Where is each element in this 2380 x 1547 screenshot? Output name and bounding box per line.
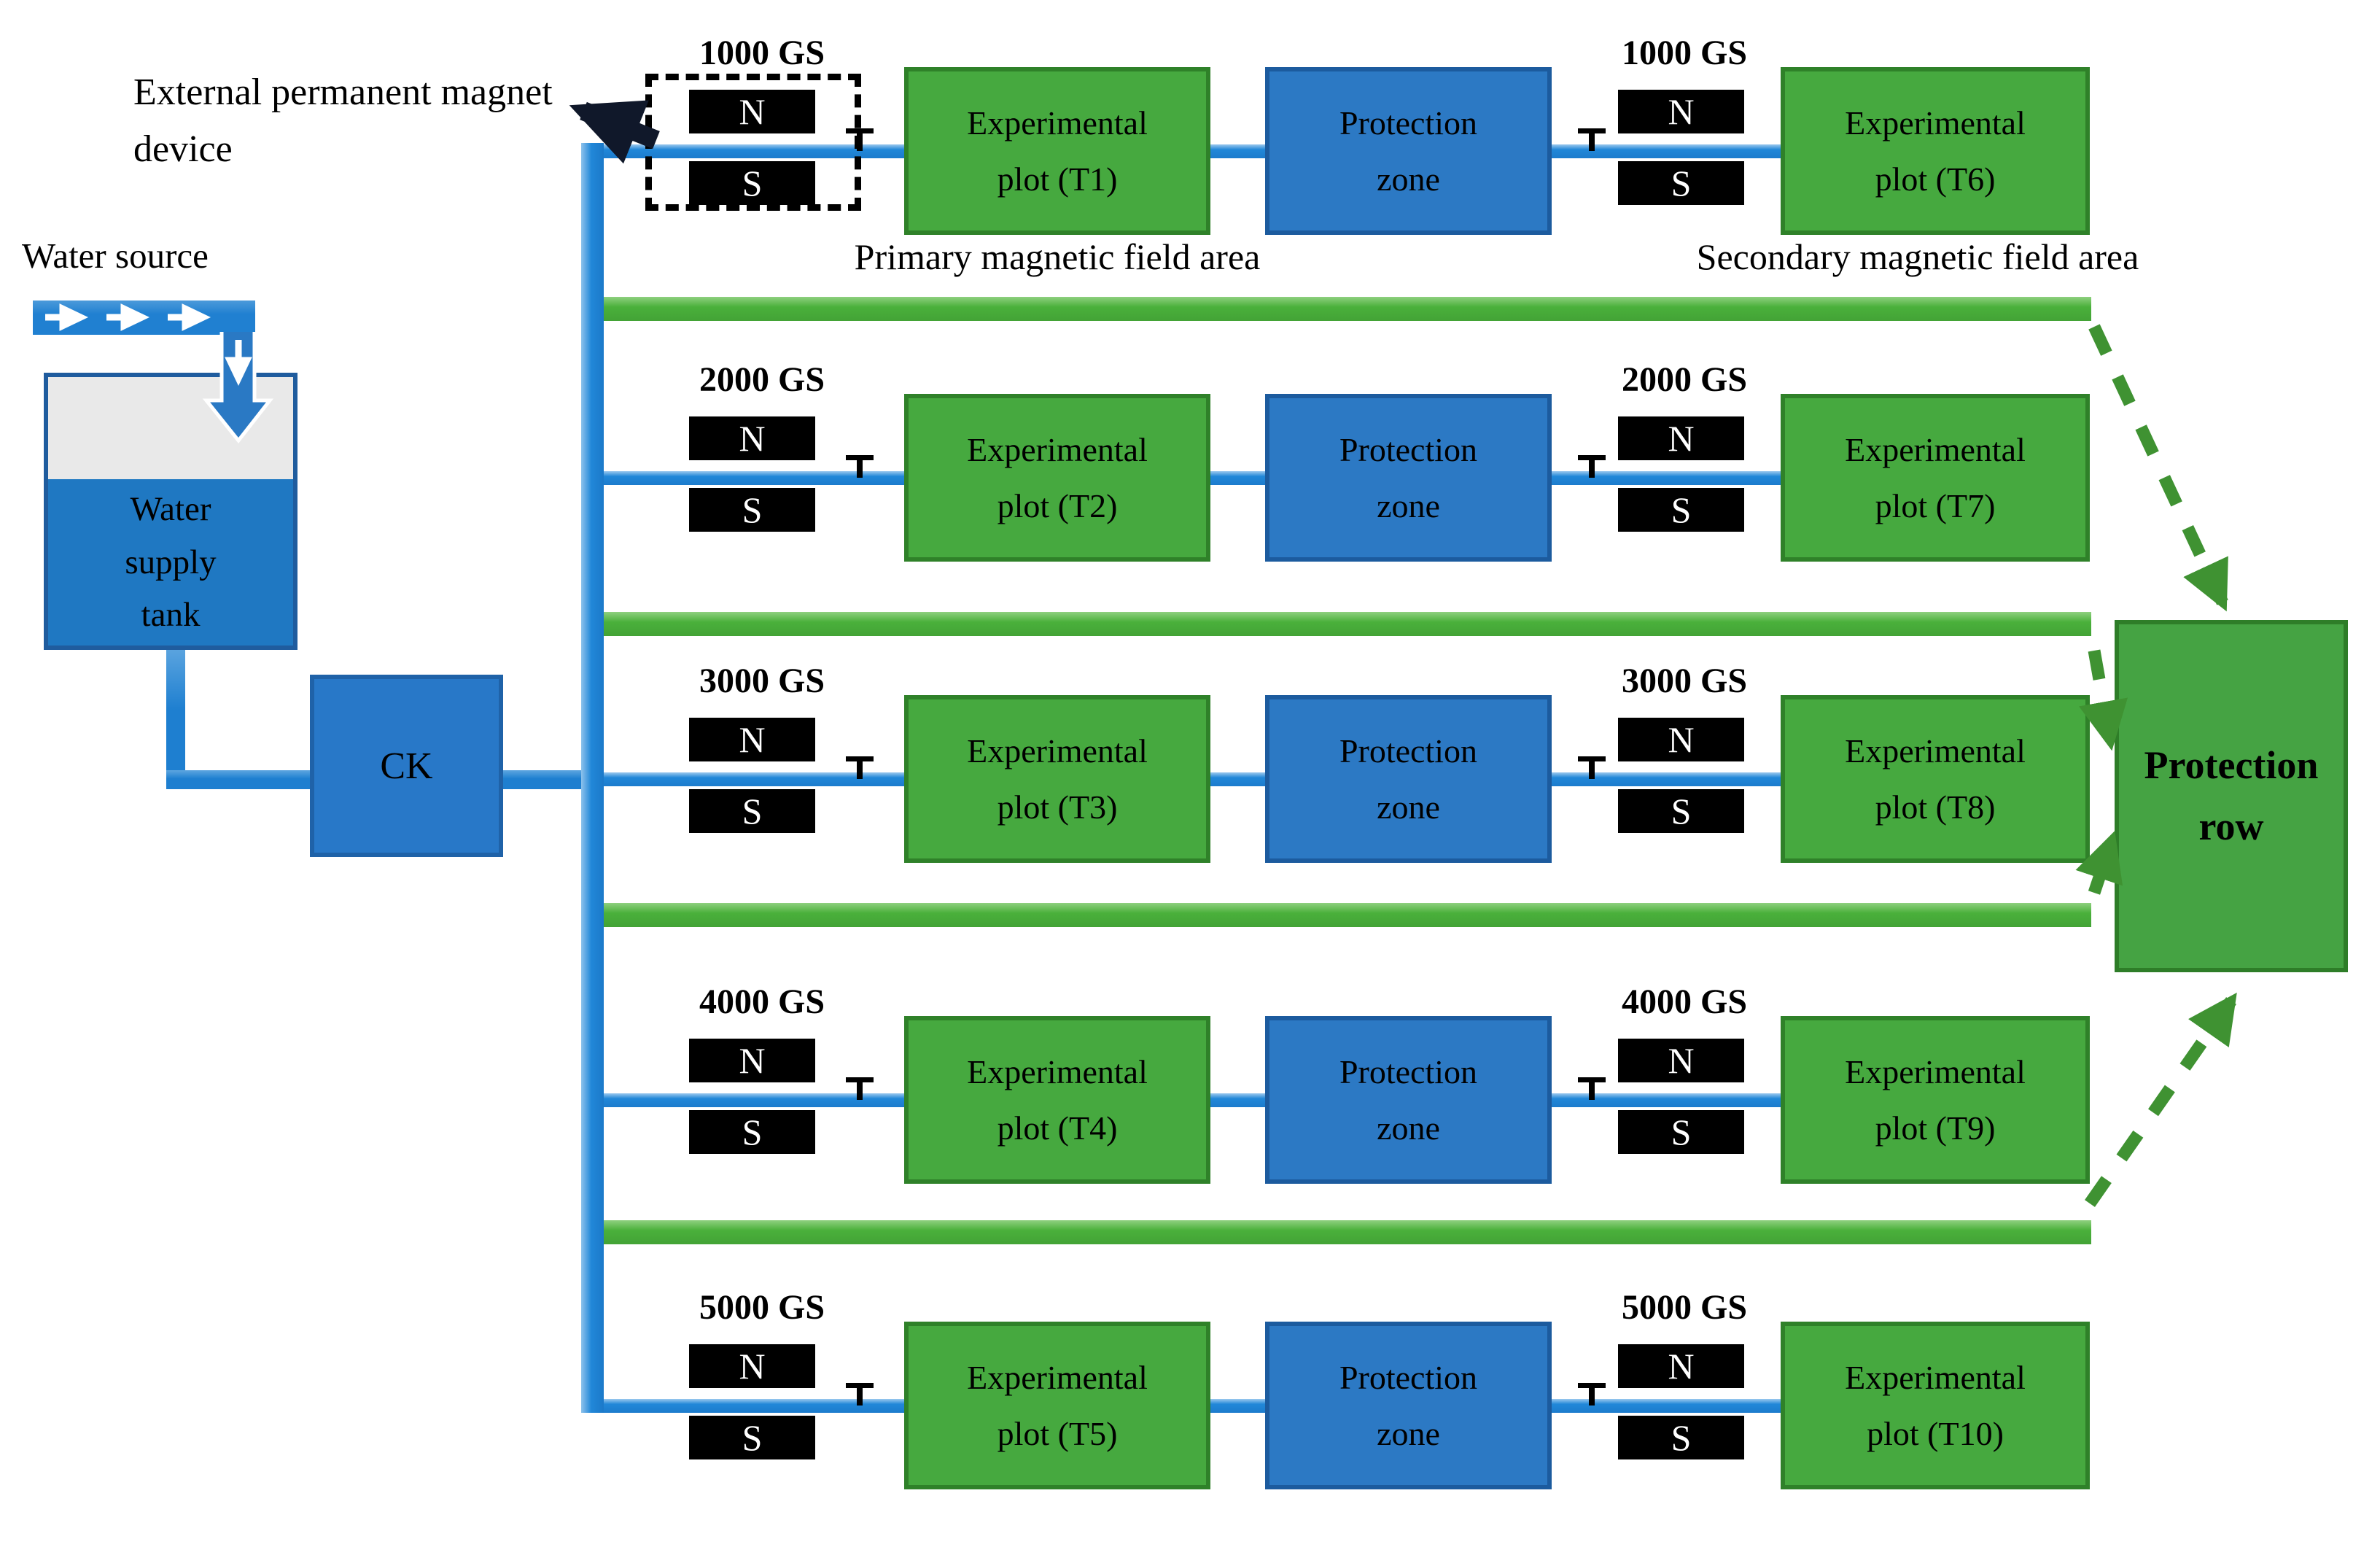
experimental-plot-box: Experimental plot (T9) bbox=[1781, 1016, 2090, 1184]
magnet-south: S bbox=[1618, 488, 1744, 532]
protection-zone-box: Protection zone bbox=[1265, 67, 1552, 235]
external-magnet-label: External permanent magnet device bbox=[133, 71, 553, 170]
magnet-south: S bbox=[1618, 1416, 1744, 1459]
protection-zone-box: Protection zone bbox=[1265, 1322, 1552, 1489]
gauss-label: 2000 GS bbox=[1621, 360, 1748, 399]
water-source-label: Water source bbox=[22, 236, 209, 276]
protection-zone-box: Protection zone bbox=[1265, 695, 1552, 863]
protection-zone-box: Protection zone bbox=[1265, 1016, 1552, 1184]
magnet-north: N bbox=[1618, 90, 1744, 133]
valve-icon bbox=[1578, 1383, 1606, 1406]
experimental-plot-box: Experimental plot (T3) bbox=[904, 695, 1210, 863]
magnet-north: N bbox=[689, 1344, 815, 1388]
valve-icon bbox=[1578, 128, 1606, 151]
gauss-label: 1000 GS bbox=[1621, 34, 1748, 72]
magnet-north: N bbox=[1618, 1344, 1744, 1388]
magnet-south: S bbox=[1618, 1110, 1744, 1154]
main-supply-pipe bbox=[581, 143, 604, 1413]
gauss-label: 4000 GS bbox=[699, 982, 825, 1021]
protection-row-label: Protection row bbox=[2144, 743, 2319, 848]
tank-ck-pipe bbox=[166, 770, 310, 789]
protection-zone-label: Protection zone bbox=[1339, 1052, 1478, 1147]
magnet-south: S bbox=[689, 1110, 815, 1154]
tank-outlet-pipe bbox=[166, 645, 185, 789]
valve-icon bbox=[1578, 455, 1606, 478]
experimental-plot-box: Experimental plot (T5) bbox=[904, 1322, 1210, 1489]
experimental-plot-box: Experimental plot (T1) bbox=[904, 67, 1210, 235]
valve-icon bbox=[846, 128, 874, 151]
gauss-label: 3000 GS bbox=[1621, 662, 1748, 700]
experimental-plot-box: Experimental plot (T10) bbox=[1781, 1322, 2090, 1489]
valve-icon bbox=[1578, 756, 1606, 779]
magnet-north: N bbox=[689, 90, 815, 133]
experimental-plot-box: Experimental plot (T2) bbox=[904, 394, 1210, 562]
experimental-plot-label: Experimental plot (T7) bbox=[1845, 430, 2026, 524]
gauss-label: 5000 GS bbox=[1621, 1288, 1748, 1327]
experimental-plot-label: Experimental plot (T4) bbox=[967, 1052, 1148, 1147]
primary-area-label: Primary magnetic field area bbox=[854, 236, 1261, 277]
experimental-plot-label: Experimental plot (T1) bbox=[967, 104, 1148, 198]
water-supply-tank: Water supply tank bbox=[44, 373, 298, 650]
valve-icon bbox=[846, 1077, 874, 1100]
magnet-south: S bbox=[689, 789, 815, 833]
magnet-south: S bbox=[1618, 161, 1744, 205]
magnet-north: N bbox=[1618, 718, 1744, 761]
magnet-north: N bbox=[689, 416, 815, 460]
protection-strip bbox=[596, 1220, 2091, 1244]
gauss-label: 3000 GS bbox=[699, 662, 825, 700]
magnet-north: N bbox=[689, 718, 815, 761]
experimental-plot-box: Experimental plot (T7) bbox=[1781, 394, 2090, 562]
protection-zone-box: Protection zone bbox=[1265, 394, 1552, 562]
protection-zone-label: Protection zone bbox=[1339, 1358, 1478, 1452]
water-source-pipe bbox=[33, 301, 255, 335]
experimental-plot-label: Experimental plot (T9) bbox=[1845, 1052, 2026, 1147]
experimental-plot-label: Experimental plot (T8) bbox=[1845, 732, 2026, 826]
tank-air-gap bbox=[48, 377, 293, 479]
magnet-south: S bbox=[1618, 789, 1744, 833]
experimental-plot-box: Experimental plot (T8) bbox=[1781, 695, 2090, 863]
secondary-area-label: Secondary magnetic field area bbox=[1696, 236, 2139, 277]
experimental-plot-box: Experimental plot (T4) bbox=[904, 1016, 1210, 1184]
protection-strip bbox=[596, 903, 2091, 927]
valve-icon bbox=[846, 455, 874, 478]
magnet-south: S bbox=[689, 488, 815, 532]
tank-water: Water supply tank bbox=[48, 479, 293, 645]
magnet-south: S bbox=[689, 161, 815, 205]
magnet-north: N bbox=[689, 1039, 815, 1082]
tank-label: Water supply tank bbox=[125, 489, 217, 635]
experimental-plot-label: Experimental plot (T2) bbox=[967, 430, 1148, 524]
protection-strip bbox=[596, 612, 2091, 636]
gauss-label: 4000 GS bbox=[1621, 982, 1748, 1021]
valve-icon bbox=[1578, 1077, 1606, 1100]
protection-row-box: Protection row bbox=[2115, 620, 2348, 972]
protection-strip bbox=[596, 297, 2091, 321]
magnet-south: S bbox=[689, 1416, 815, 1459]
experimental-plot-label: Experimental plot (T6) bbox=[1845, 104, 2026, 198]
protection-zone-label: Protection zone bbox=[1339, 104, 1478, 198]
valve-icon bbox=[846, 756, 874, 779]
gauss-label: 1000 GS bbox=[699, 34, 825, 72]
experimental-plot-box: Experimental plot (T6) bbox=[1781, 67, 2090, 235]
gauss-label: 2000 GS bbox=[699, 360, 825, 399]
ck-box: CK bbox=[310, 675, 503, 857]
protection-zone-label: Protection zone bbox=[1339, 430, 1478, 524]
gauss-label: 5000 GS bbox=[699, 1288, 825, 1327]
magnet-north: N bbox=[1618, 1039, 1744, 1082]
protection-zone-label: Protection zone bbox=[1339, 732, 1478, 826]
experimental-plot-label: Experimental plot (T10) bbox=[1845, 1358, 2026, 1452]
experimental-plot-label: Experimental plot (T5) bbox=[967, 1358, 1148, 1452]
valve-icon bbox=[846, 1383, 874, 1406]
ck-outlet-pipe bbox=[503, 770, 591, 789]
experimental-plot-label: Experimental plot (T3) bbox=[967, 732, 1148, 826]
magnet-north: N bbox=[1618, 416, 1744, 460]
ck-label: CK bbox=[380, 745, 433, 787]
